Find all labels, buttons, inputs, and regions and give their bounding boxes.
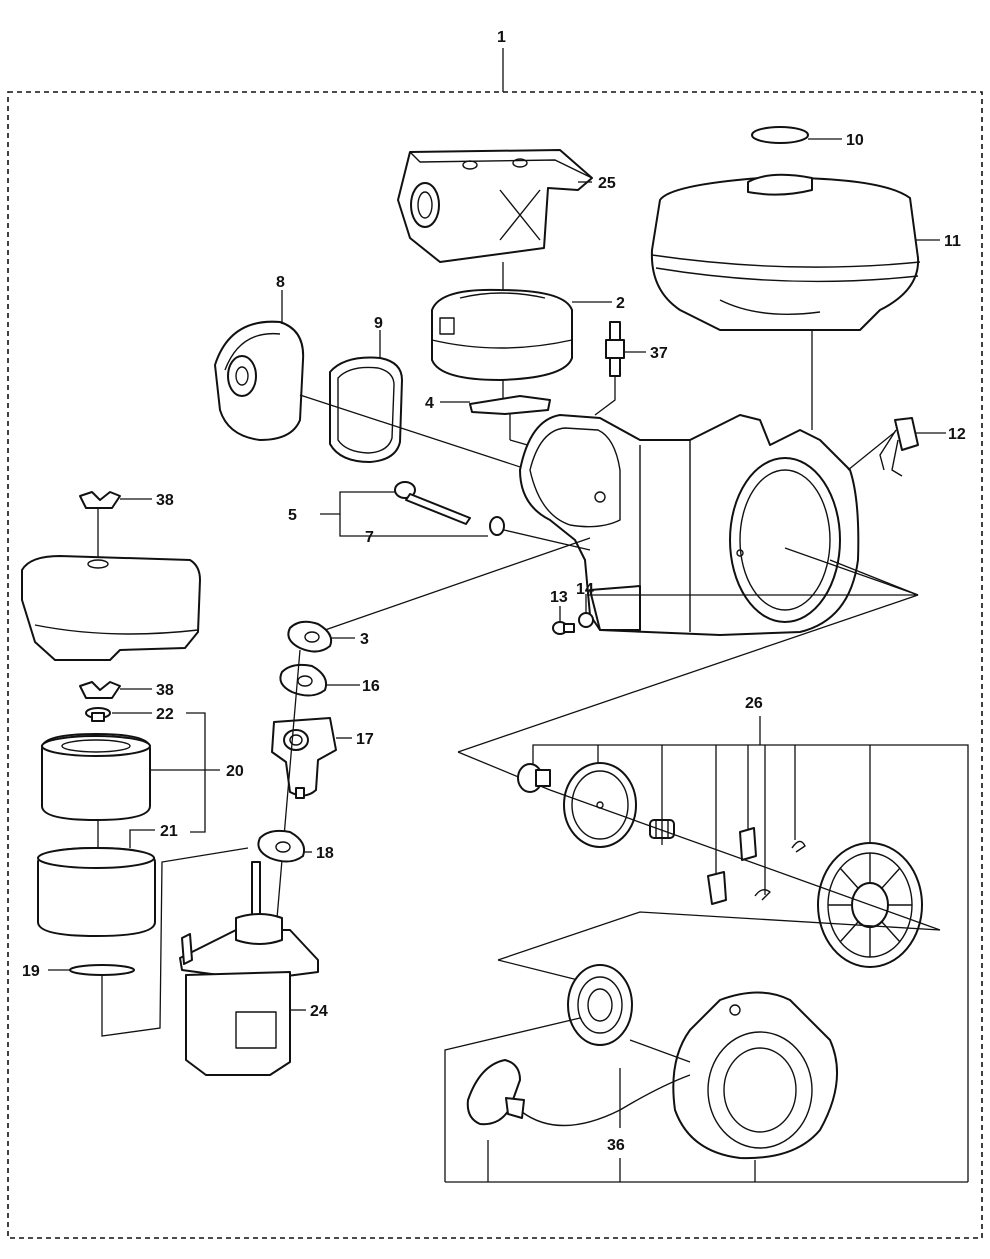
- label-38b: 38: [156, 682, 174, 699]
- label-24: 24: [310, 1003, 328, 1020]
- part-washer: [85, 707, 111, 722]
- label-38a: 38: [156, 492, 174, 509]
- link-37-engine: [594, 376, 616, 416]
- link-12-engine: [847, 431, 896, 471]
- link-carb-chain: [275, 649, 301, 931]
- label-26: 26: [745, 695, 763, 712]
- bracket-26: [532, 744, 969, 1182]
- part-pawl-b: [707, 871, 727, 905]
- label-7: 7: [365, 529, 374, 546]
- label-25: 25: [598, 175, 616, 192]
- leader-5: [320, 491, 395, 515]
- label-37: 37: [650, 345, 668, 362]
- part-air-filter-cover: [214, 320, 305, 441]
- group-26-axis: [549, 789, 941, 931]
- part-wing-nut-top: [79, 491, 121, 509]
- label-12: 12: [948, 426, 966, 443]
- group-26-frame-top: [457, 594, 919, 753]
- part-starter-handle: [466, 1059, 525, 1126]
- part-switch: [879, 417, 919, 477]
- part-fuel-tank: [650, 173, 921, 331]
- link-8-9-engine: [299, 394, 561, 481]
- label-14: 14: [576, 581, 594, 598]
- group-36-frame-link: [497, 959, 579, 981]
- part-spark-plug: [605, 321, 625, 377]
- group-26-frame-back: [829, 559, 919, 596]
- part-carburetor: [271, 717, 337, 799]
- part-shroud: [397, 149, 593, 263]
- label-3: 3: [360, 631, 369, 648]
- part-o-ring: [489, 516, 505, 536]
- link-3-engine: [324, 537, 591, 631]
- part-starter-rope: [521, 1074, 691, 1127]
- label-22: 22: [156, 706, 174, 723]
- label-18: 18: [316, 845, 334, 862]
- label-36: 36: [607, 1137, 625, 1154]
- label-17: 17: [356, 731, 374, 748]
- label-8: 8: [276, 274, 285, 291]
- bracket-36-left: [444, 1017, 581, 1182]
- part-filter-element-20: [41, 733, 151, 821]
- part-insulator-3: [287, 620, 333, 653]
- label-13: 13: [550, 589, 568, 606]
- part-bolt: [552, 621, 575, 635]
- part-engine-block: [519, 414, 860, 636]
- part-nut: [578, 612, 594, 628]
- part-gasket-ring: [69, 964, 135, 976]
- part-starter-pulley: [563, 762, 637, 848]
- part-gasket: [469, 395, 551, 415]
- part-pawl-a: [739, 827, 757, 861]
- link-19-base: [101, 847, 249, 1037]
- part-spring: [649, 819, 675, 839]
- part-spring-clip-a: [791, 840, 806, 853]
- part-starter-cup: [517, 763, 551, 793]
- label-1: 1: [497, 29, 506, 46]
- label-5: 5: [288, 507, 297, 524]
- label-19: 19: [22, 963, 40, 980]
- group-36-frame-top: [497, 911, 941, 961]
- part-wing-nut-bottom: [79, 681, 121, 699]
- part-spring-clip-b: [754, 889, 771, 901]
- part-air-cleaner-base: [179, 861, 319, 1076]
- leader-7: [339, 514, 488, 537]
- part-gasket-18: [257, 829, 306, 863]
- part-fuel-cap: [751, 126, 809, 144]
- leader-21: [129, 829, 155, 848]
- part-air-cleaner-housing: [431, 288, 573, 381]
- part-pre-filter: [37, 847, 156, 937]
- label-2: 2: [616, 295, 625, 312]
- label-11: 11: [944, 233, 961, 250]
- assembly-frame: [7, 91, 983, 1239]
- part-air-filter-element: [329, 356, 403, 463]
- label-20: 20: [226, 763, 244, 780]
- label-9: 9: [374, 315, 383, 332]
- part-insulator-16: [279, 663, 328, 697]
- group-36-axis: [629, 1039, 691, 1063]
- label-10: 10: [846, 132, 864, 149]
- label-4: 4: [425, 395, 434, 412]
- link-7-engine: [503, 529, 591, 551]
- label-21: 21: [160, 823, 178, 840]
- label-16: 16: [362, 678, 380, 695]
- part-recoil-housing: [672, 991, 839, 1160]
- part-dipstick: [394, 481, 471, 525]
- part-air-cleaner-cover: [21, 555, 201, 661]
- bracket-22: [186, 712, 206, 833]
- part-rewind-spring: [567, 964, 633, 1046]
